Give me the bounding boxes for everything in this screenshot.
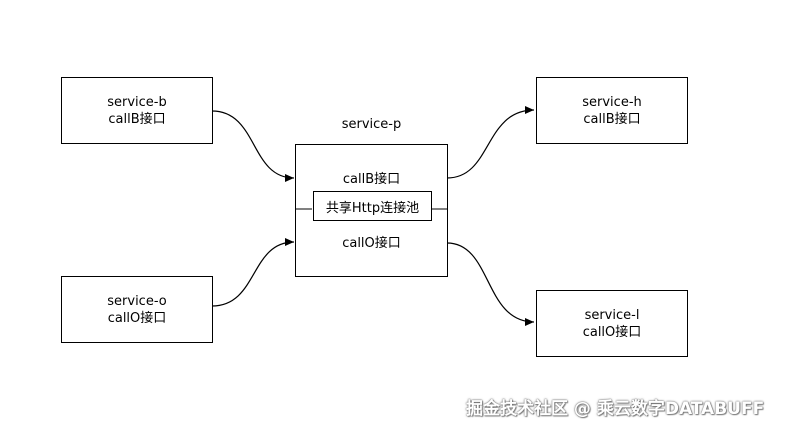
node-service-l: service-l callO接口 [536, 290, 688, 357]
service-b-name: service-b [107, 94, 167, 110]
edge-b-to-p [211, 110, 295, 182]
service-h-interface: callB接口 [583, 111, 641, 127]
node-service-o: service-o callO接口 [61, 276, 213, 343]
edge-p-to-h [446, 106, 535, 179]
service-b-interface: callB接口 [108, 111, 166, 127]
service-l-name: service-l [584, 307, 640, 323]
edge-o-to-p [211, 238, 295, 307]
service-p-interface-b: callB接口 [342, 172, 401, 187]
service-l-interface: callO接口 [582, 324, 642, 340]
node-service-p: callB接口 共享Http连接池 callO接口 [295, 144, 448, 277]
service-o-interface: callO接口 [107, 310, 167, 326]
service-p-title: service-p [341, 117, 402, 132]
edge-p-to-l [446, 242, 535, 326]
shared-pool-label: 共享Http连接池 [325, 200, 420, 216]
node-service-h: service-h callB接口 [536, 77, 688, 144]
shared-pool-box: 共享Http连接池 [313, 191, 432, 221]
service-p-interface-o: callO接口 [342, 236, 401, 251]
node-service-b: service-b callB接口 [61, 77, 213, 144]
service-o-name: service-o [107, 293, 167, 309]
service-h-name: service-h [582, 94, 642, 110]
watermark-text: 掘金技术社区 @ 乘云数字DATABUFF [466, 399, 765, 419]
